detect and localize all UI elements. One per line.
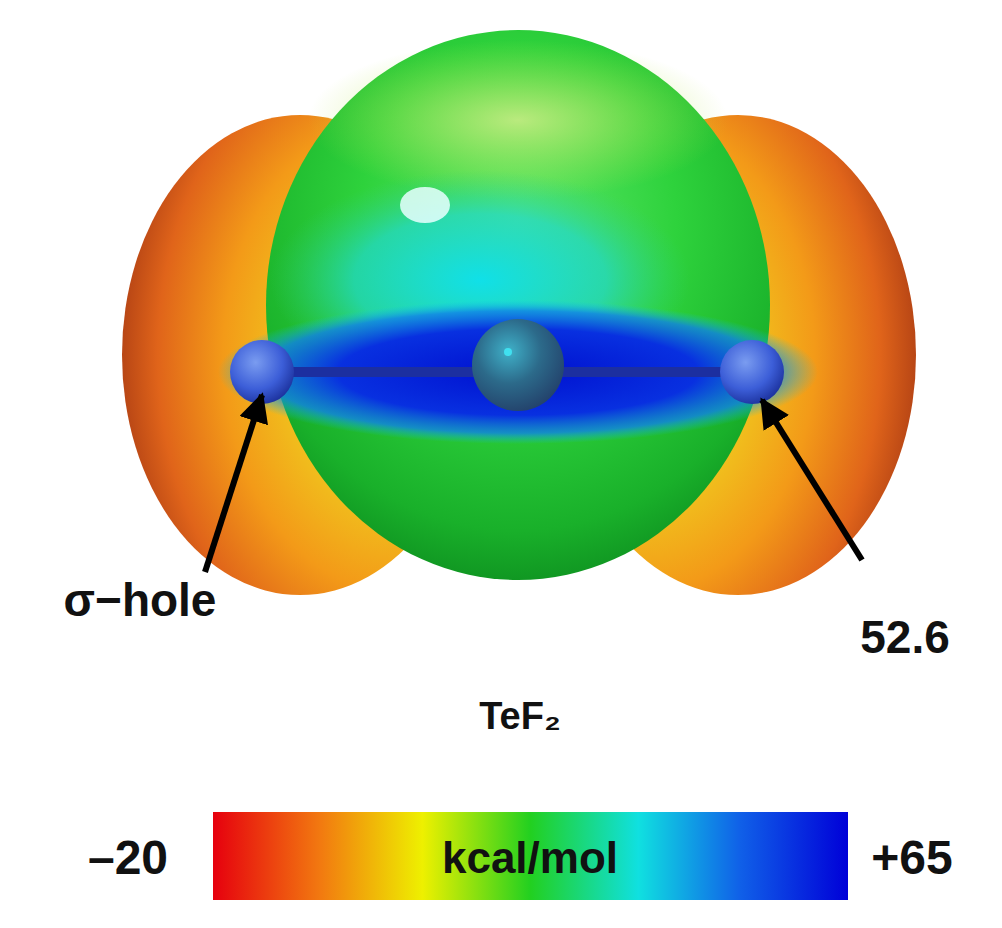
sigma-hole-band bbox=[218, 300, 818, 444]
scale-unit: kcal/mol bbox=[442, 836, 618, 880]
color-scale-bar bbox=[213, 812, 848, 900]
scale-unit-holder: kcal/mol bbox=[442, 836, 618, 880]
specular-highlight bbox=[400, 187, 450, 223]
leader-arrow bbox=[205, 395, 262, 572]
scale-max: +65 bbox=[871, 834, 952, 882]
fluorine-atom bbox=[230, 340, 294, 404]
potential-value: 52.6 bbox=[860, 614, 950, 660]
sigma-hole-label: σ−hole bbox=[64, 577, 217, 623]
potential-value-holder: 52.6 bbox=[860, 614, 950, 660]
molecule-name-holder: TeF₂ bbox=[479, 697, 561, 735]
scale-max-holder: +65 bbox=[871, 834, 952, 882]
sigma-hole-label-holder: σ−hole bbox=[64, 577, 217, 623]
fluorine-atom bbox=[720, 340, 784, 404]
leader-arrow bbox=[762, 400, 862, 560]
molecule-name: TeF₂ bbox=[479, 697, 561, 735]
scale-min: –20 bbox=[88, 834, 168, 882]
atom-highlight bbox=[504, 348, 512, 356]
tellurium-atom bbox=[472, 319, 564, 411]
scale-min-holder: –20 bbox=[88, 834, 168, 882]
